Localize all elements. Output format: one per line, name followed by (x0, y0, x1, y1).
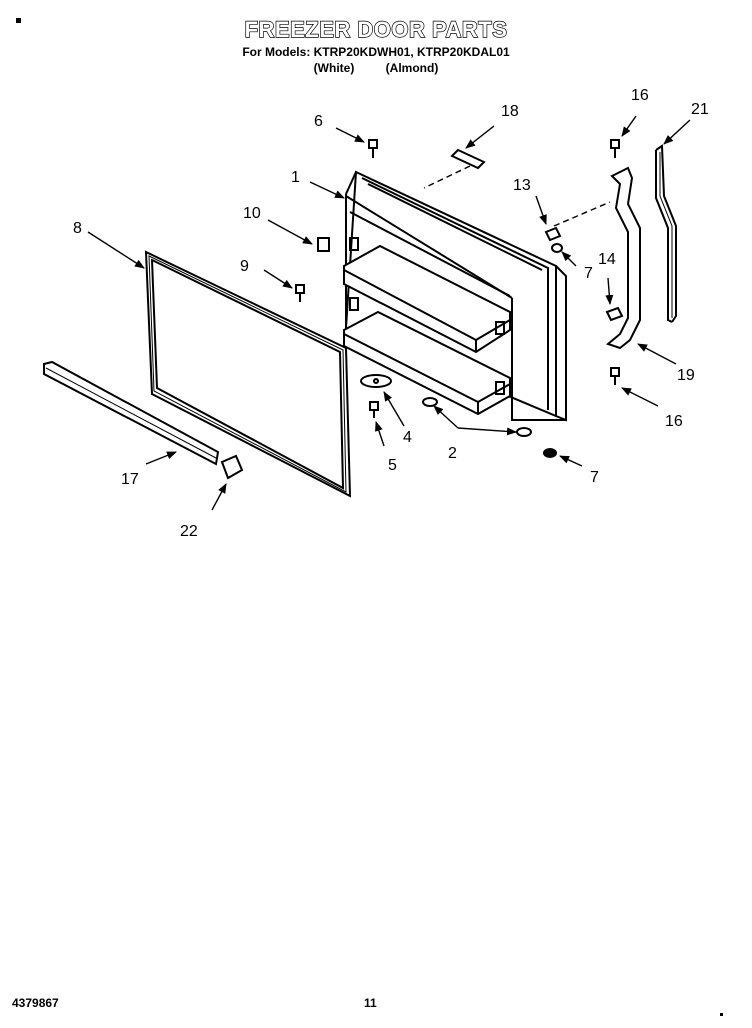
models-line: For Models: KTRP20KDWH01, KTRP20KDAL01 (242, 45, 510, 59)
hinge-trim-21 (655, 144, 677, 323)
part-label-1: 1 (291, 169, 300, 186)
part-label-22: 22 (180, 523, 198, 540)
part-label-16-lower: 16 (665, 413, 683, 430)
registration-mark-top-left (16, 18, 21, 23)
plug-10 (317, 237, 330, 252)
bushing-7-upper (551, 243, 563, 253)
part-label-7-lower: 7 (590, 469, 599, 486)
door-gasket (144, 250, 352, 498)
screw-16-upper (610, 139, 620, 158)
handle-trim (43, 360, 220, 466)
hinge-bracket-19 (605, 166, 641, 350)
screw-5 (369, 401, 379, 418)
hinge-pin-14 (605, 306, 624, 322)
page-number: 11 (364, 996, 377, 1010)
part-label-19: 19 (677, 367, 695, 384)
screw-9 (295, 284, 305, 302)
door-liner (343, 170, 567, 422)
part-label-4: 4 (403, 429, 412, 446)
hinge-pin-13 (544, 226, 562, 242)
variant-white: (White) (313, 61, 355, 75)
document-number: 4379867 (12, 996, 59, 1010)
part-label-17: 17 (121, 471, 139, 488)
part-label-8: 8 (73, 220, 82, 237)
part-label-16-upper: 16 (631, 87, 649, 104)
part-label-2: 2 (448, 445, 457, 462)
part-label-10: 10 (243, 205, 261, 222)
part-label-14: 14 (598, 251, 616, 268)
label-18 (450, 148, 486, 170)
page-title: FREEZER DOOR PARTS (244, 16, 508, 42)
bushing-7-lower (543, 448, 557, 458)
part-label-21: 21 (691, 101, 709, 118)
part-label-9: 9 (240, 258, 249, 275)
screw-6 (368, 139, 378, 158)
washer-4 (360, 374, 392, 388)
part-label-6: 6 (314, 113, 323, 130)
color-variants: (White) (Almond) (0, 61, 752, 75)
part-label-13: 13 (513, 177, 531, 194)
variant-almond: (Almond) (385, 61, 439, 75)
leader-lines (87, 115, 691, 511)
dashed-leader-18 (423, 165, 471, 189)
part-label-18: 18 (501, 103, 519, 120)
part-label-7-upper: 7 (584, 265, 593, 282)
registration-mark-bottom-right (720, 1013, 723, 1016)
bumpers-2 (422, 397, 532, 437)
dashed-leader-13 (553, 201, 611, 227)
end-cap (220, 454, 244, 480)
screw-16-lower (610, 367, 620, 385)
part-label-5: 5 (388, 457, 397, 474)
